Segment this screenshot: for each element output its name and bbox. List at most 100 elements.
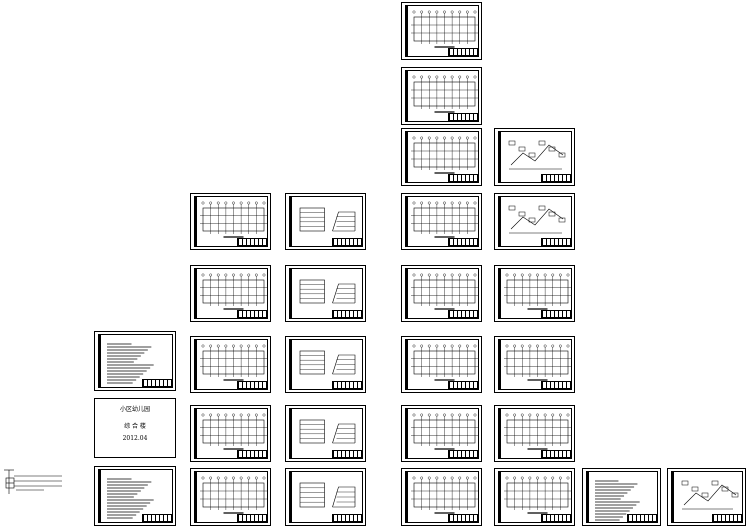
drawing-sheet[interactable]: [190, 468, 271, 526]
sheet-drawing: [107, 343, 154, 384]
drawing-sheet[interactable]: [494, 405, 575, 462]
sheet-border: [498, 339, 572, 390]
title-block: [448, 310, 478, 318]
title-block: [237, 238, 267, 246]
sheet-border: [194, 196, 268, 247]
drawing-sheet[interactable]: [667, 468, 746, 526]
sheet-border: [194, 471, 268, 523]
title-block: [237, 310, 267, 318]
sheet-border: [498, 471, 572, 523]
detail-stub: [4, 469, 62, 494]
drawing-sheet[interactable]: [190, 193, 271, 250]
drawing-sheet[interactable]: [401, 128, 482, 186]
sheet-drawing: [200, 413, 267, 450]
sheet-border: [98, 469, 173, 523]
sheet-drawing: [681, 480, 739, 510]
title-block: [448, 238, 478, 246]
sheet-binding-strip: [499, 340, 501, 389]
sheet-binding-strip: [499, 197, 501, 246]
drawing-sheet[interactable]: [401, 265, 482, 322]
title-block: [541, 238, 571, 246]
drawing-sheet[interactable]: [494, 468, 575, 526]
sheet-drawing: [411, 75, 478, 113]
cover-sheet[interactable]: 小区幼儿园 综 合 楼 2012.04: [94, 398, 176, 458]
sheet-binding-strip: [99, 335, 101, 387]
sheet-border: [586, 471, 658, 523]
sheet-drawing: [411, 201, 478, 238]
drawing-sheet[interactable]: [401, 2, 482, 60]
sheet-binding-strip: [406, 409, 408, 458]
sheet-drawing: [299, 350, 356, 375]
drawing-sheet[interactable]: [401, 468, 482, 526]
sheet-drawing: [107, 478, 154, 519]
sheet-border: [194, 339, 268, 390]
sheet-binding-strip: [499, 269, 501, 318]
drawing-sheet[interactable]: [285, 468, 366, 526]
drawing-sheet[interactable]: [285, 405, 366, 462]
drawing-sheet[interactable]: [285, 193, 366, 250]
drawing-sheet[interactable]: [285, 265, 366, 322]
sheet-border: [289, 268, 363, 319]
sheet-binding-strip: [290, 269, 292, 318]
sheet-border: [289, 408, 363, 459]
drawing-sheet[interactable]: [582, 468, 661, 526]
sheet-binding-strip: [499, 409, 501, 458]
drawing-sheet[interactable]: [190, 336, 271, 393]
drawing-sheet[interactable]: [285, 336, 366, 393]
sheet-binding-strip: [195, 340, 197, 389]
sheet-binding-strip: [672, 472, 674, 522]
sheet-binding-strip: [290, 197, 292, 246]
sheet-border: [405, 408, 479, 459]
sheet-drawing: [504, 273, 571, 310]
sheet-drawing: [299, 279, 356, 304]
drawing-sheet[interactable]: [401, 405, 482, 462]
sheet-border: [405, 70, 479, 122]
sheet-drawing: [411, 273, 478, 310]
drawing-sheet[interactable]: [494, 265, 575, 322]
title-block: [541, 310, 571, 318]
drawing-sheet[interactable]: [494, 128, 575, 186]
title-block: [448, 174, 478, 182]
title-block: [627, 514, 657, 522]
drawing-sheet[interactable]: [401, 67, 482, 125]
sheet-border: [98, 334, 173, 388]
sheet-border: [498, 408, 572, 459]
drawing-sheet[interactable]: [494, 193, 575, 250]
sheet-drawing: [504, 413, 571, 450]
sheet-drawing: [595, 480, 640, 521]
sheet-drawing: [299, 207, 356, 232]
sheet-binding-strip: [290, 472, 292, 522]
sheet-border: [405, 268, 479, 319]
sheet-border: [194, 268, 268, 319]
sheet-drawing: [299, 482, 356, 508]
sheet-binding-strip: [406, 6, 408, 56]
cover-building-name: 综 合 楼: [124, 423, 146, 430]
sheet-border: [498, 196, 572, 247]
sheet-border: [289, 196, 363, 247]
title-block: [541, 450, 571, 458]
sheet-binding-strip: [195, 269, 197, 318]
title-block: [448, 48, 478, 56]
drawing-sheet[interactable]: [190, 265, 271, 322]
drawing-sheet[interactable]: [190, 405, 271, 462]
sheet-binding-strip: [195, 197, 197, 246]
sheet-binding-strip: [99, 470, 101, 522]
sheet-border: [405, 5, 479, 57]
sheet-drawing: [411, 344, 478, 381]
title-block: [237, 514, 267, 522]
drawing-sheet[interactable]: [401, 336, 482, 393]
drawing-sheet[interactable]: [94, 331, 176, 391]
sheet-drawing: [299, 419, 356, 444]
sheet-binding-strip: [290, 340, 292, 389]
sheet-drawing: [200, 201, 267, 238]
drawing-sheet[interactable]: [494, 336, 575, 393]
sheet-binding-strip: [195, 409, 197, 458]
sheet-border: [405, 196, 479, 247]
cover-project-name: 小区幼儿园: [119, 406, 150, 413]
drawing-sheet[interactable]: [94, 466, 176, 526]
drawing-sheet[interactable]: [401, 193, 482, 250]
title-block: [237, 450, 267, 458]
sheet-binding-strip: [195, 472, 197, 522]
sheet-binding-strip: [406, 132, 408, 182]
